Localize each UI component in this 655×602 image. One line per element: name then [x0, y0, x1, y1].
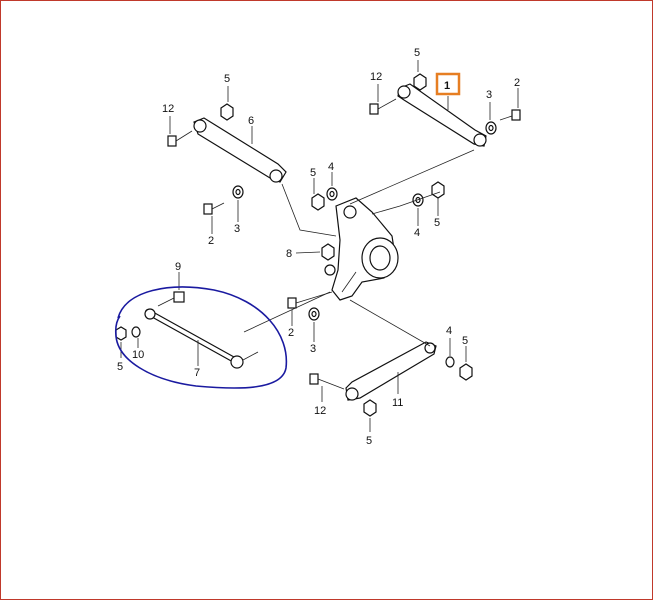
callout-2: 2: [514, 77, 520, 89]
lateral-link-part-7[interactable]: [144, 308, 259, 369]
callout-6: 6: [248, 115, 254, 127]
callout-10: 10: [132, 349, 144, 361]
lower-arm-part-11[interactable]: [345, 341, 437, 401]
callout-3: 3: [310, 343, 316, 355]
callout-5: 5: [117, 361, 123, 373]
washer-icon: [232, 185, 244, 199]
highlight-box: [435, 72, 461, 96]
bolt-icon: [369, 98, 397, 115]
callout-8: 8: [286, 248, 292, 260]
nut-icon: [363, 399, 377, 417]
callout-3: 3: [234, 223, 240, 235]
callout-2: 2: [208, 235, 214, 247]
callout-4: 4: [414, 227, 420, 239]
callout-4: 4: [328, 161, 334, 173]
callout-5: 5: [434, 217, 440, 229]
callout-5: 5: [224, 73, 230, 85]
callout-1: 1: [444, 80, 450, 92]
callout-5: 5: [414, 47, 420, 59]
nut-icon: [431, 181, 445, 199]
callout-2: 2: [288, 327, 294, 339]
callout-12: 12: [370, 71, 382, 83]
callout-4: 4: [446, 325, 452, 337]
callout-9: 9: [175, 261, 181, 273]
callout-5: 5: [366, 435, 372, 447]
nut-icon: [459, 363, 473, 381]
nut-icon: [115, 326, 127, 341]
bolt-icon: [157, 291, 185, 307]
washer-icon: [326, 187, 338, 201]
callout-leaders: [120, 60, 519, 432]
nut-icon: [321, 243, 335, 261]
callout-12: 12: [314, 405, 326, 417]
nut-icon: [311, 193, 325, 211]
washer-icon: [485, 121, 497, 135]
callout-12: 12: [162, 103, 174, 115]
washer-icon: [445, 356, 455, 368]
assembly-guide-lines: [243, 149, 475, 347]
bolt-icon: [309, 373, 345, 390]
bolt-icon: [499, 109, 521, 121]
callout-3: 3: [486, 89, 492, 101]
nut-icon: [220, 103, 234, 121]
hand-drawn-circle-annotation: [114, 286, 288, 389]
knuckle-hub[interactable]: [324, 197, 399, 301]
callout-5: 5: [462, 335, 468, 347]
washer-icon: [308, 307, 320, 321]
washer-icon: [131, 326, 141, 338]
callout-7: 7: [194, 367, 200, 379]
callout-11: 11: [392, 397, 403, 409]
bolt-icon: [167, 130, 193, 147]
upper-arm-part-6[interactable]: [193, 117, 287, 183]
callout-5: 5: [310, 167, 316, 179]
bolt-icon: [203, 202, 225, 215]
nut-icon: [413, 73, 427, 91]
upper-arm-part-1[interactable]: [397, 83, 487, 147]
